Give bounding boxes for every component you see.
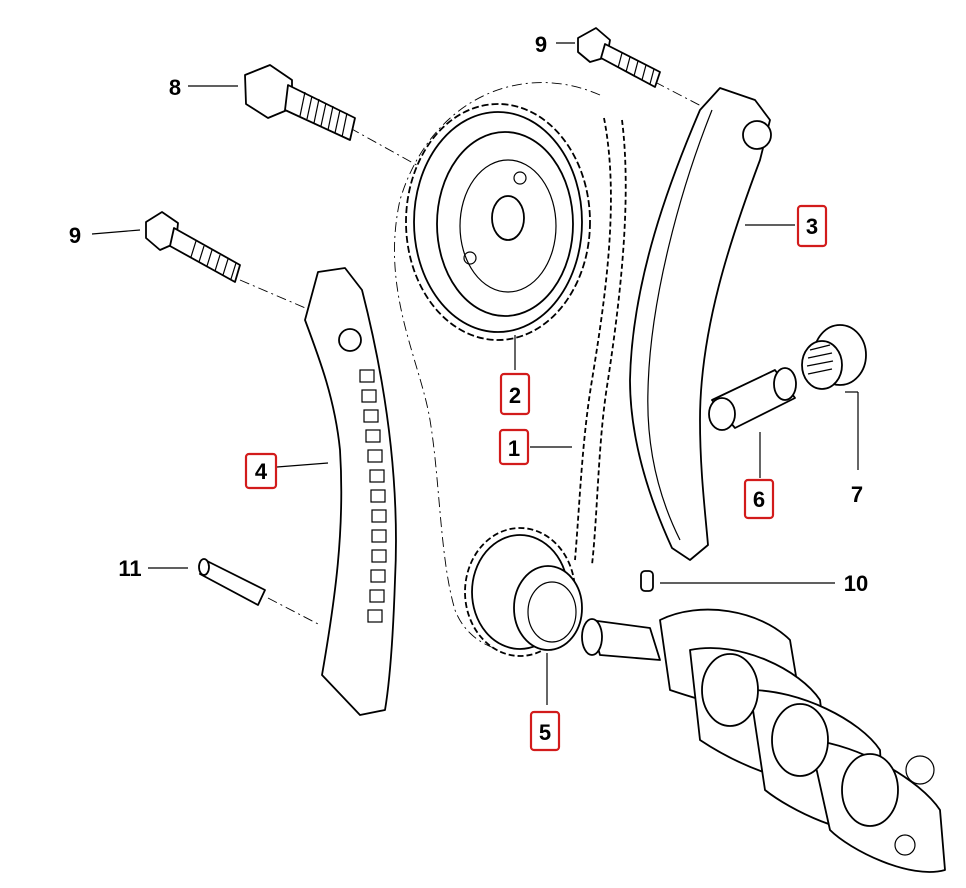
chain-phantom-outline	[394, 82, 601, 653]
callout-3: 3	[796, 204, 828, 248]
bolt-9-left	[145, 211, 241, 283]
guide-rail-4	[304, 267, 397, 716]
assembly-line-bolt-9-left	[239, 279, 311, 311]
callout-5-text: 5	[539, 720, 551, 745]
tensioner-piston-6	[708, 367, 797, 431]
callout-4-text: 4	[255, 459, 268, 484]
dowel-pin-11	[198, 558, 266, 606]
callout-3-text: 3	[806, 214, 818, 239]
tensioner-plug-7	[801, 324, 867, 390]
callout-9-left-text: 9	[69, 223, 81, 248]
small-pin-10	[640, 570, 654, 592]
callout-4: 4	[244, 452, 278, 490]
callout-6: 6	[743, 478, 775, 520]
assembly-line-pin-11	[267, 597, 321, 626]
callout-2: 2	[499, 372, 531, 416]
callout-1: 1	[498, 428, 530, 466]
callout-5: 5	[529, 710, 561, 752]
leader-lines	[91, 42, 859, 705]
callout-8-text: 8	[169, 75, 181, 100]
callout-7-text: 7	[851, 482, 863, 507]
camshaft-sprocket-2	[405, 103, 591, 341]
assembly-line-bolt-9-top	[654, 81, 706, 109]
crankshaft	[581, 608, 946, 873]
crankshaft-sprocket-5	[464, 527, 583, 657]
tensioner-rail-3	[629, 87, 772, 561]
timing-chain-1	[574, 117, 627, 566]
callout-1-text: 1	[508, 436, 520, 461]
callout-2-text: 2	[509, 383, 521, 408]
bolt-9-top	[577, 27, 661, 88]
callout-6-text: 6	[753, 487, 765, 512]
callout-11-text: 11	[118, 556, 141, 581]
callout-10-text: 10	[844, 571, 868, 596]
bolt-8	[244, 64, 356, 141]
callout-9-top-text: 9	[535, 32, 547, 57]
